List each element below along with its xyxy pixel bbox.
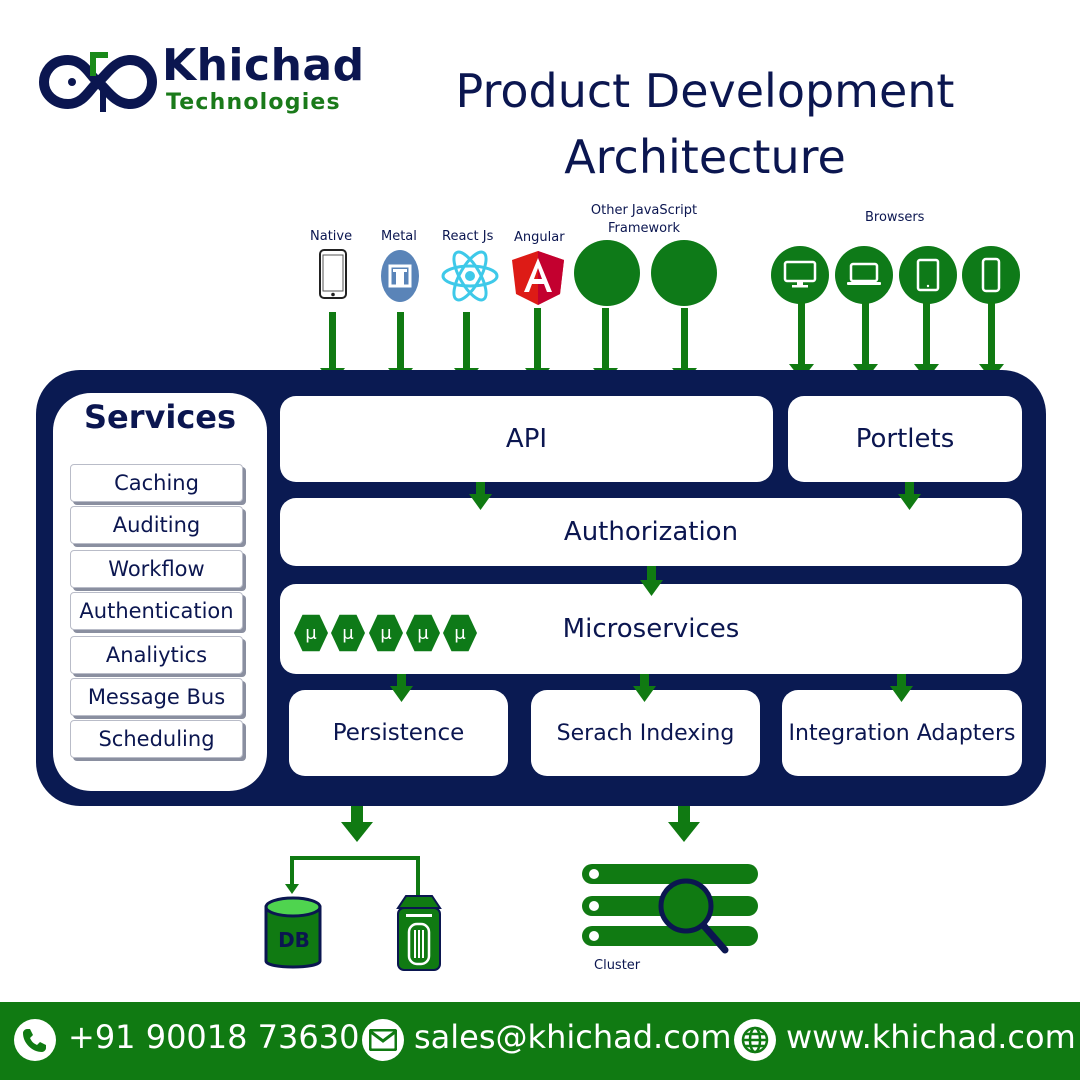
mail-icon	[362, 1019, 404, 1061]
microservice-icon-3: μ	[369, 614, 403, 652]
microservice-icon-2: μ	[331, 614, 365, 652]
arrow-persistence-db	[341, 806, 373, 842]
services-title: Services	[83, 398, 237, 436]
persistence-box: Persistence	[289, 690, 508, 776]
integration-adapters-box: Integration Adapters	[782, 690, 1022, 776]
storage-arrows	[285, 806, 700, 896]
authorization-box: Authorization	[280, 498, 1022, 566]
other-framework-icon-1	[574, 240, 640, 306]
angular-icon	[512, 251, 564, 305]
page-title: Product Development Architecture	[380, 58, 1030, 190]
footer-email[interactable]: sales@khichad.com	[414, 1018, 732, 1056]
contact-footer	[0, 1002, 1080, 1080]
phone-icon	[319, 249, 347, 299]
service-authentication: Authentication	[70, 592, 243, 630]
microservice-icon-1: μ	[294, 614, 328, 652]
service-scheduling: Scheduling	[70, 720, 243, 758]
footer-phone[interactable]: +91 90018 73630	[68, 1018, 360, 1056]
laptop-icon	[835, 246, 893, 304]
tablet-icon	[899, 246, 957, 304]
service-auditing: Auditing	[70, 506, 243, 544]
service-message-bus: Message Bus	[70, 678, 243, 716]
metal-icon	[381, 250, 419, 302]
inner-arrows	[390, 482, 921, 702]
brand-name: Khichad	[162, 40, 365, 91]
monitor-icon	[771, 246, 829, 304]
other-framework-icon-2	[651, 240, 717, 306]
arrow-micro-search	[633, 674, 656, 702]
microservices-label: Microservices	[562, 614, 740, 644]
arrow-monitor	[789, 302, 814, 380]
arrow-mobile	[979, 302, 1004, 380]
arrow-micro-integration	[890, 674, 913, 702]
globe-icon	[734, 1019, 776, 1061]
api-box: API	[280, 396, 773, 482]
title-line-2: Architecture	[564, 130, 846, 184]
angular-label: Angular	[514, 230, 565, 245]
microservices-box: Microservices	[280, 584, 1022, 674]
db-label: DB	[278, 928, 310, 952]
browsers-label: Browsers	[865, 210, 925, 225]
arrow-api-auth	[469, 482, 492, 510]
title-line-1: Product Development	[455, 64, 955, 118]
cluster-label: Cluster	[594, 958, 641, 973]
mobile-icon	[962, 246, 1020, 304]
search-indexing-box: Serach Indexing	[531, 690, 760, 776]
brand-subtitle: Technologies	[166, 90, 341, 115]
arrow-tablet	[914, 302, 939, 380]
arrow-laptop	[853, 302, 878, 380]
search-icon	[658, 878, 729, 954]
native-label: Native	[310, 229, 353, 244]
arrow-portlets-auth	[898, 482, 921, 510]
phone-call-icon	[14, 1019, 56, 1061]
arrow-auth-micro	[640, 566, 663, 596]
database-icon	[264, 896, 322, 969]
metal-label: Metal	[381, 229, 417, 244]
arrow-micro-persistence	[390, 674, 413, 702]
portlets-box: Portlets	[788, 396, 1022, 482]
storage-drive-icon	[396, 895, 442, 971]
arrow-search-cluster	[668, 806, 700, 842]
other-js-label: Other JavaScript Framework	[590, 203, 698, 236]
service-workflow: Workflow	[70, 550, 243, 588]
service-analytics: Analiytics	[70, 636, 243, 674]
footer-website[interactable]: www.khichad.com	[786, 1018, 1076, 1056]
microservice-icon-4: μ	[406, 614, 440, 652]
infinity-logo-icon	[38, 52, 158, 112]
react-label: React Js	[442, 229, 494, 244]
service-caching: Caching	[70, 464, 243, 502]
microservice-icon-5: μ	[443, 614, 477, 652]
react-icon	[441, 250, 499, 302]
